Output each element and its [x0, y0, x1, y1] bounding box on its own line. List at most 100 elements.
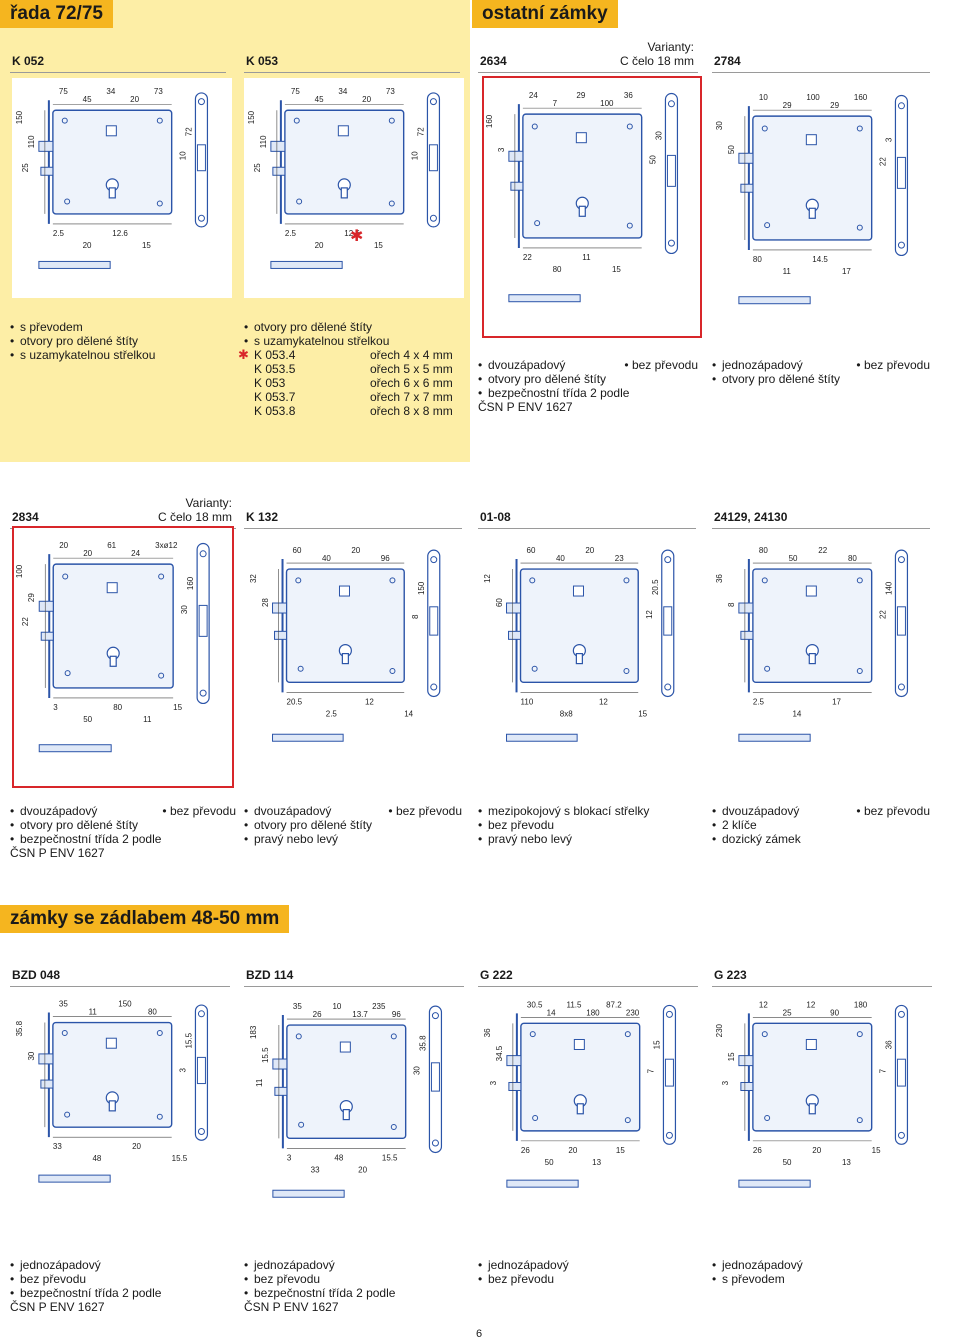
feature-text: otvory pro dělené štíty: [254, 818, 373, 832]
feature-item: bezpečnostní třída 2 podle: [10, 832, 236, 846]
product-code: 01-08: [480, 510, 511, 524]
dimension-label: 3: [497, 147, 506, 152]
dimension-label: 160: [854, 93, 868, 102]
dimension-label: 34: [106, 87, 115, 96]
feature-item: s uzamykatelnou střelkou: [10, 348, 226, 362]
dimension-label: 20: [130, 95, 139, 104]
dimension-label: 15: [653, 1040, 662, 1049]
page-number: 6: [476, 1328, 483, 1340]
dimension-label: 72: [417, 127, 426, 136]
dimension-label: 36: [624, 91, 633, 100]
feature-item: 2 klíče: [712, 818, 930, 832]
dimension-label: 32: [249, 574, 258, 583]
product-code: K 052: [12, 54, 45, 68]
bolt-side-view: [38, 260, 111, 269]
bolt-side-view: [272, 1189, 345, 1198]
product-code: BZD 048: [12, 968, 61, 982]
size-code: K 053.4: [254, 348, 296, 362]
dimension-label: 25: [783, 1008, 792, 1017]
dimension-label: 72: [185, 127, 194, 136]
feature-text: bez převodu: [254, 1272, 321, 1286]
dimension-label: 60: [495, 598, 504, 607]
dimension-label: 80: [113, 703, 122, 712]
section-title-rada: řada 72/75: [0, 0, 113, 28]
dimension-label: 36: [483, 1028, 492, 1037]
feature-text: otvory pro dělené štíty: [488, 372, 607, 386]
dimension-label: 24: [131, 549, 140, 558]
dimension-label: 7: [553, 99, 558, 108]
dimension-label: 15: [374, 241, 383, 250]
dimension-label: 26: [521, 1146, 530, 1155]
dimension-label: 20: [351, 546, 360, 555]
cell-header: K 132: [244, 498, 462, 529]
follower-square: [105, 125, 117, 137]
dimension-label: 160: [186, 576, 195, 590]
dimension-label: 22: [818, 546, 827, 555]
dimension-label: 80: [553, 265, 562, 274]
dimension-label: 96: [392, 1010, 401, 1019]
cell-header: 2784: [712, 42, 930, 73]
feature-item: otvory pro dělené štíty: [10, 818, 236, 832]
follower-square: [805, 134, 817, 146]
dimension-label: 15.5: [185, 1032, 194, 1048]
strike-plate: [662, 1004, 677, 1145]
feature-text: dvouzápadový: [20, 804, 98, 818]
feature-text: bezpečnostní třída 2 podle: [488, 386, 630, 400]
dimension-label: 11: [582, 253, 591, 262]
dimension-label: 235: [372, 1002, 386, 1011]
dead-bolt: [40, 166, 54, 176]
feature-item: otvory pro dělené štíty: [10, 334, 226, 348]
cell-header: K 053: [244, 42, 460, 73]
dimension-label: 45: [83, 95, 92, 104]
dimension-label: 15.5: [172, 1154, 188, 1163]
bolt-side-view: [738, 1179, 811, 1188]
latch-bolt: [38, 600, 54, 612]
dimension-label: 61: [107, 541, 116, 550]
dimension-label: 12.6: [112, 229, 128, 238]
latch-bolt: [738, 152, 754, 164]
feature-text: dvouzápadový: [488, 358, 566, 372]
strike-plate: [894, 549, 909, 698]
latch-bolt: [38, 140, 54, 152]
dimension-label: 2.5: [285, 229, 297, 238]
dimension-label: 26: [753, 1146, 762, 1155]
variant-value: C čelo 18 mm: [619, 54, 694, 68]
dimension-label: 50: [649, 155, 658, 164]
lock-case: [284, 109, 405, 215]
feature-list: jednozápadovýbez převodubezpečnostní tří…: [244, 1258, 464, 1314]
dimension-label: 3: [179, 1068, 188, 1073]
feature-text: otvory pro dělené štíty: [722, 372, 841, 386]
latch-bolt: [38, 1053, 54, 1065]
dimension-label: 160: [485, 114, 494, 128]
size-spec: ořech 8 x 8 mm: [370, 404, 453, 418]
follower-square: [805, 1038, 817, 1050]
dead-bolt: [740, 630, 754, 640]
dimension-label: 30: [413, 1066, 422, 1075]
dimension-label: 230: [715, 1023, 724, 1037]
dimension-label: 22: [879, 157, 888, 166]
dimension-label: 7: [647, 1068, 656, 1073]
dead-bolt: [274, 1086, 288, 1096]
dimension-label: 20.5: [651, 579, 660, 595]
dimension-label: 2.5: [753, 697, 765, 706]
dimension-label: 14: [404, 709, 413, 718]
dimension-label: 20: [315, 241, 324, 250]
dimension-label: 15: [612, 265, 621, 274]
dimension-label: 36: [715, 574, 724, 583]
lock-case: [520, 1022, 641, 1132]
feature-item: pravý nebo levý: [478, 832, 696, 846]
feature-text: otvory pro dělené štíty: [20, 818, 139, 832]
feature-list: jednozápadovýbez převodu: [478, 1258, 698, 1286]
size-spec: ořech 7 x 7 mm: [370, 390, 453, 404]
bolt-side-view: [270, 260, 343, 269]
product-code: K 132: [246, 510, 279, 524]
bolt-side-view: [38, 744, 112, 753]
follower-square: [337, 125, 349, 137]
